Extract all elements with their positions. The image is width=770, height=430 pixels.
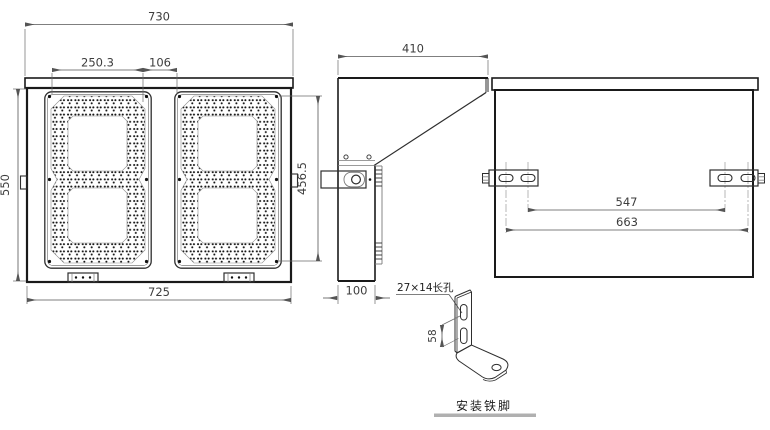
dim-rear-slot-span-outer: 663 — [616, 215, 638, 229]
clip-strip — [375, 165, 383, 265]
bracket-slot-label: 27×14长孔 — [397, 281, 454, 294]
rear-top-bar — [491, 77, 759, 91]
bracket-slot-upper — [460, 304, 468, 321]
dim-side-body-depth: 100 — [346, 284, 368, 298]
dim-bracket-slot-spacing: 58 — [427, 329, 439, 342]
front-view: 730 250.3 106 550 725 456.5 — [0, 10, 322, 304]
side-view: 410 100 — [320, 42, 489, 304]
front-top-bar — [24, 77, 294, 89]
rear-body — [494, 89, 754, 278]
bracket-arm — [320, 170, 372, 189]
dim-front-bottom-width: 725 — [148, 285, 170, 299]
slot-hole — [717, 173, 733, 183]
left-clip — [19, 175, 28, 190]
front-foot-right — [223, 272, 255, 283]
dim-digit-width: 250.3 — [81, 56, 114, 70]
bracket-slot-lower — [460, 327, 468, 344]
slot-hole — [740, 173, 756, 183]
front-foot-left — [67, 272, 99, 283]
dim-digit-area-height: 456.5 — [295, 162, 309, 195]
dim-rear-slot-span-inner: 547 — [616, 195, 638, 209]
caption-underline — [434, 413, 536, 417]
rear-bracket-right — [709, 169, 765, 187]
rear-bracket-left — [482, 169, 539, 187]
dim-front-height: 550 — [0, 174, 12, 196]
visor-screw-left — [343, 154, 349, 160]
slot-centerlines — [505, 162, 749, 233]
bracket-detail: 27×14长孔 58 安装铁脚 — [396, 281, 536, 417]
digit-panel-left — [44, 91, 152, 269]
slot-hole — [520, 173, 536, 183]
right-clip — [290, 173, 299, 188]
slot-hole — [498, 173, 514, 183]
dim-side-top-depth: 410 — [402, 42, 424, 56]
l-bracket — [454, 289, 509, 382]
bracket-caption: 安装铁脚 — [456, 398, 512, 413]
visor-underside — [373, 91, 487, 167]
dim-digit-gap: 106 — [149, 56, 171, 70]
rear-view: 547 663 — [482, 77, 765, 278]
visor-screw-right — [366, 154, 372, 160]
bracket-round-hole — [491, 363, 502, 372]
digit-panel-right — [174, 91, 282, 269]
dim-front-top-width: 730 — [148, 10, 170, 24]
